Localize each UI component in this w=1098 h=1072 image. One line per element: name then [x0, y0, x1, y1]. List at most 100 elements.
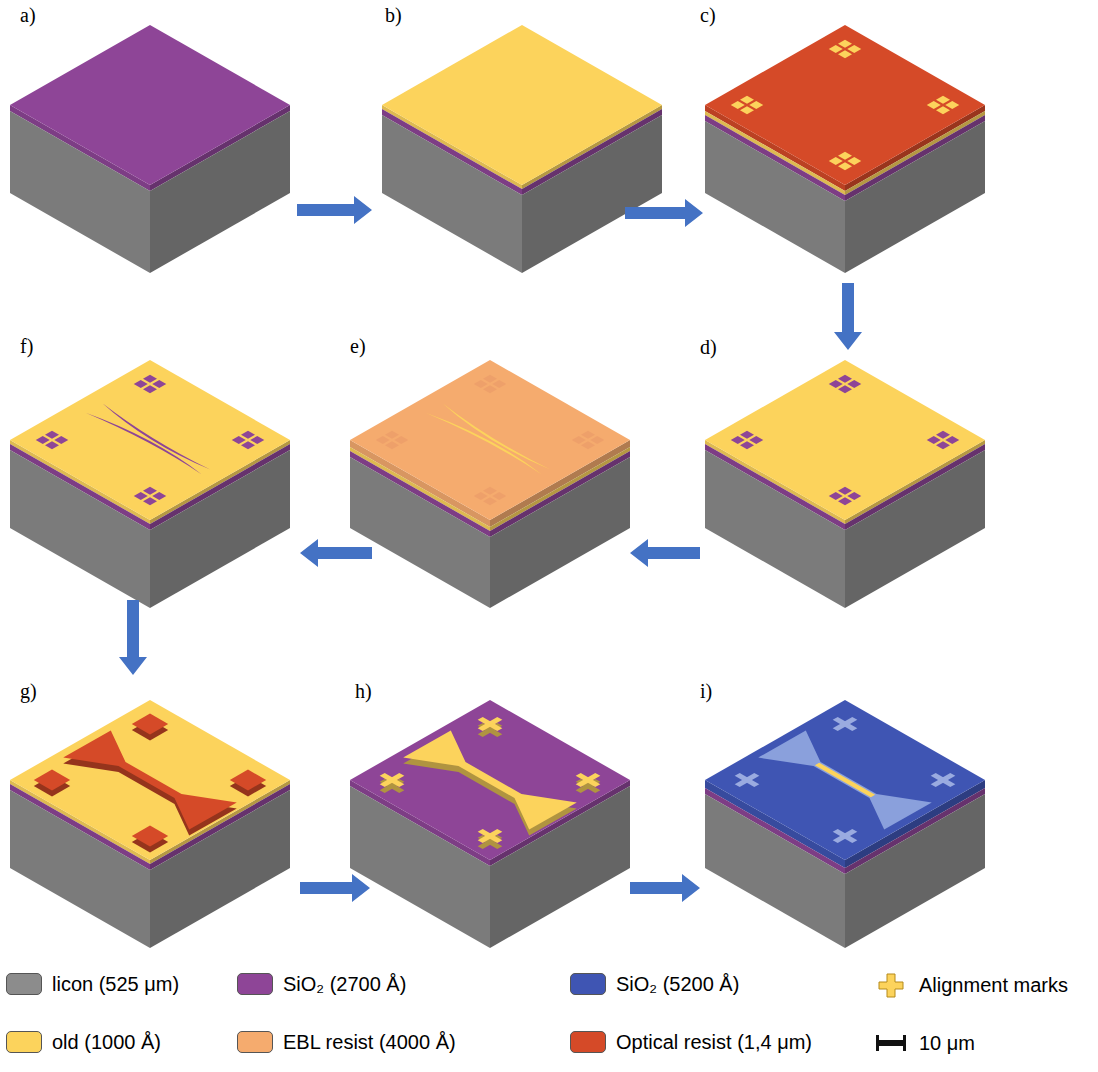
wafer-block: [705, 25, 985, 273]
alignment-mark: [838, 152, 852, 160]
legend-swatch: [237, 973, 273, 995]
alignment-mark: [847, 157, 861, 165]
alignment-mark: [833, 717, 858, 731]
surface-pattern: [372, 719, 607, 853]
surface-pattern: [372, 713, 607, 847]
step-label: c): [700, 4, 716, 26]
alignment-mark: [54, 436, 68, 444]
legend-item: 10 μm: [873, 1030, 975, 1056]
legend-text: Optical resist (1,4 μm): [616, 1030, 812, 1054]
process-arrow: [630, 874, 700, 902]
alignment-mark: [833, 717, 858, 731]
layer-top: [10, 700, 290, 860]
alignment-mark: [380, 773, 405, 787]
alignment-mark: [927, 436, 941, 444]
alignment-mark: [838, 385, 852, 393]
process-arrow: [625, 199, 703, 227]
step-label: a): [20, 4, 36, 26]
alignment-mark: [394, 436, 408, 444]
alignment-mark: [478, 829, 503, 843]
process-arrow: [300, 874, 370, 902]
legend-text: old (1000 Å): [52, 1030, 161, 1054]
legend-item: EBL resist (4000 Å): [237, 1030, 456, 1054]
alignment-mark: [376, 436, 390, 444]
surface-pattern: [731, 40, 959, 171]
alignment-mark: [385, 431, 399, 439]
process-step: c): [703, 0, 990, 283]
alignment-mark: [45, 441, 59, 449]
wafer-block: [350, 360, 630, 608]
alignment-mark: [731, 436, 745, 444]
legend-text: SiO₂ (2700 Å): [283, 972, 406, 996]
alignment-mark: [581, 431, 595, 439]
wafer-block: [10, 360, 290, 608]
process-step: f): [10, 335, 300, 600]
alignment-mark: [232, 436, 246, 444]
alignment-mark: [380, 773, 405, 787]
layer-top: [10, 360, 290, 520]
alignment-mark: [838, 40, 852, 48]
process-step: i): [700, 675, 990, 960]
alignment-mark: [847, 492, 861, 500]
wafer-block: [382, 25, 662, 273]
electrode: [758, 730, 932, 829]
legend-item: Alignment marks: [873, 972, 1068, 998]
legend-item: SiO₂ (5200 Å): [570, 972, 739, 996]
alignment-mark: [931, 773, 956, 787]
alignment-mark: [735, 773, 760, 787]
legend-text: 10 μm: [919, 1031, 975, 1055]
layer-top: [350, 360, 630, 520]
legend-swatch: [570, 973, 606, 995]
legend-item: Optical resist (1,4 μm): [570, 1030, 812, 1054]
alignment-mark: [847, 380, 861, 388]
layer-top: [705, 360, 985, 520]
alignment-mark: [576, 773, 601, 787]
alignment-mark: [36, 436, 50, 444]
alignment-mark: [838, 497, 852, 505]
alignment-mark: [152, 492, 166, 500]
electrode: [403, 730, 577, 829]
alignment-mark: [829, 380, 843, 388]
alignment-mark: [581, 441, 595, 449]
alignment-mark: [483, 385, 497, 393]
wafer-block: [10, 25, 290, 273]
alignment-mark: [945, 101, 959, 109]
legend-item: old (1000 Å): [6, 1030, 161, 1054]
ebl-slot: [426, 408, 546, 476]
resist-pad: [132, 826, 168, 847]
surface-pattern: [376, 375, 604, 506]
alignment-mark: [134, 492, 148, 500]
legend-swatch: [6, 1031, 42, 1053]
channel: [815, 763, 875, 797]
legend-text: licon (525 μm): [52, 972, 179, 996]
alignment-mark: [576, 773, 601, 787]
alignment-mark: [572, 436, 586, 444]
legend-text: SiO₂ (5200 Å): [616, 972, 739, 996]
alignment-mark: [936, 96, 950, 104]
alignment-mark: [478, 717, 503, 731]
alignment-mark: [838, 50, 852, 58]
alignment-mark: [143, 497, 157, 505]
alignment-mark-icon: [873, 972, 909, 998]
alignment-mark: [829, 45, 843, 53]
alignment-mark: [847, 45, 861, 53]
step-label: h): [355, 680, 372, 702]
layer-top: [10, 25, 290, 185]
alignment-mark: [945, 436, 959, 444]
process-step: g): [10, 675, 300, 960]
legend-item: licon (525 μm): [6, 972, 179, 996]
electrode: [63, 730, 237, 829]
alignment-mark: [829, 157, 843, 165]
alignment-mark: [474, 492, 488, 500]
alignment-mark: [152, 380, 166, 388]
alignment-mark: [833, 829, 858, 843]
alignment-mark: [833, 829, 858, 843]
alignment-mark: [740, 106, 754, 114]
process-step: b): [372, 0, 625, 290]
resist-pad: [34, 770, 70, 791]
alignment-mark: [241, 441, 255, 449]
alignment-mark: [385, 441, 399, 449]
alignment-mark: [740, 431, 754, 439]
process-arrow: [297, 196, 372, 224]
layer-top: [705, 25, 985, 185]
